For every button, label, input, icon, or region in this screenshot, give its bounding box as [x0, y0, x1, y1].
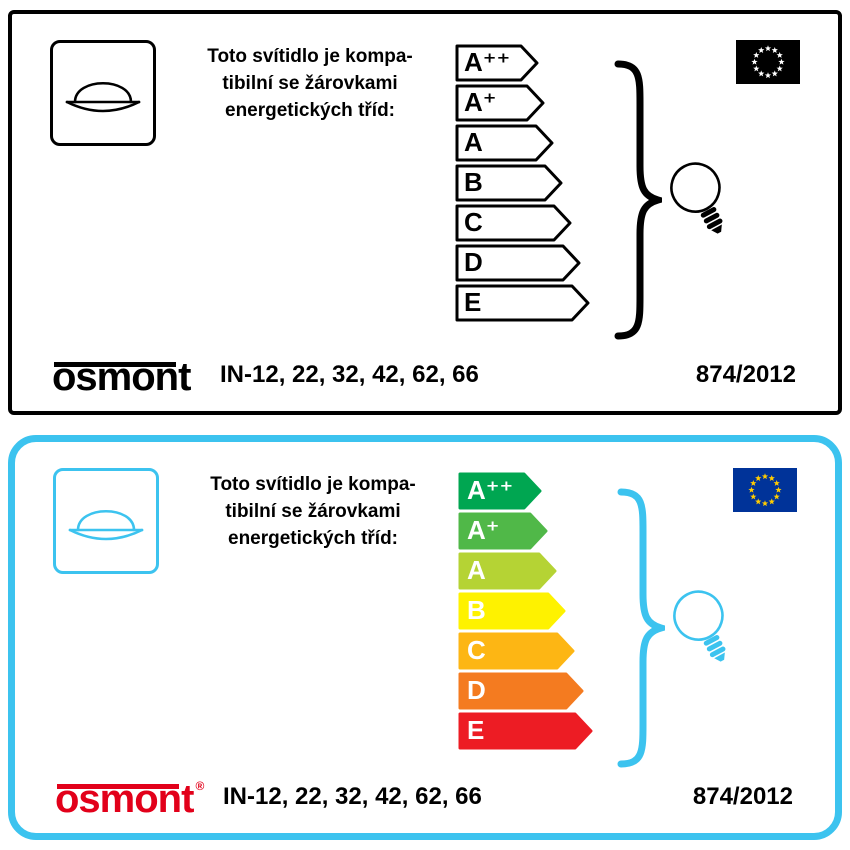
eu-flag	[736, 40, 800, 84]
osmont-logo-text: osmont	[52, 355, 191, 399]
energy-class-arrow-e: E	[458, 712, 593, 750]
regulation-number: 874/2012	[692, 783, 793, 810]
energy-class-arrow-b: B	[458, 592, 593, 630]
regulation-number: 874/2012	[695, 361, 796, 388]
curly-brace-icon	[617, 488, 665, 768]
compat-line-1: Toto svítidlo je kompa-	[210, 474, 416, 495]
energy-class-arrow-app: A⁺⁺	[458, 472, 593, 510]
compat-line-2: tibilní se žárovkami	[222, 72, 398, 94]
energy-class-label: B	[464, 166, 483, 197]
compat-line-3: energetických tříd:	[225, 99, 395, 121]
energy-class-label: A	[467, 554, 486, 585]
registered-mark: ®	[195, 779, 204, 793]
curly-brace-icon	[614, 60, 662, 340]
arrow-shape	[455, 284, 590, 322]
energy-class-label: A⁺	[467, 514, 500, 545]
arrow-shape	[458, 712, 593, 750]
energy-class-label: D	[467, 674, 486, 705]
compat-line-1: Toto svítidlo je kompa-	[207, 46, 413, 67]
eu-flag	[733, 468, 797, 512]
energy-class-arrow-a: A	[458, 552, 593, 590]
energy-class-arrow-c: C	[455, 204, 590, 242]
arrow-shape	[455, 124, 554, 162]
arrow-shape	[458, 472, 542, 510]
arrow-shape	[455, 244, 581, 282]
energy-class-arrow-e: E	[455, 284, 590, 322]
arrow-shape	[458, 672, 584, 710]
energy-class-arrow-b: B	[455, 164, 590, 202]
osmont-logo-text: osmont	[55, 777, 194, 821]
energy-class-arrow-d: D	[455, 244, 590, 282]
energy-class-label: C	[467, 634, 486, 665]
arrow-shape	[458, 632, 575, 670]
light-bulb-icon	[670, 162, 723, 234]
arrow-shape	[455, 84, 545, 122]
energy-class-label: D	[464, 246, 483, 277]
energy-class-list: A⁺⁺ A⁺ A B C D	[458, 472, 593, 752]
energy-class-arrow-app: A⁺⁺	[455, 44, 590, 82]
energy-class-label: B	[467, 594, 486, 625]
arrow-shape	[458, 552, 557, 590]
osmont-logo: osmont	[52, 355, 192, 397]
compatibility-text: Toto svítidlo je kompa- tibilní se žárov…	[160, 44, 460, 125]
arrow-shape	[458, 592, 566, 630]
energy-class-arrow-c: C	[458, 632, 593, 670]
model-list: IN-12, 22, 32, 42, 62, 66	[223, 783, 482, 810]
luminaire-icon	[53, 468, 159, 574]
compat-line-3: energetických tříd:	[228, 527, 398, 549]
osmont-logo: osmont®	[55, 777, 204, 821]
arrow-shape	[455, 164, 563, 202]
energy-class-label: A	[464, 126, 483, 157]
energy-class-label: E	[467, 714, 485, 745]
compat-line-2: tibilní se žárovkami	[225, 500, 401, 522]
energy-class-label: A⁺⁺	[467, 474, 514, 505]
energy-class-label: A⁺	[464, 86, 497, 117]
energy-label-color: Toto svítidlo je kompa- tibilní se žárov…	[8, 435, 842, 840]
energy-class-arrow-d: D	[458, 672, 593, 710]
arrow-shape	[455, 204, 572, 242]
energy-class-arrow-ap: A⁺	[458, 512, 593, 550]
energy-class-label: E	[464, 286, 482, 317]
arrow-shape	[458, 512, 548, 550]
energy-class-label: C	[464, 206, 483, 237]
luminaire-icon	[50, 40, 156, 146]
energy-class-label: A⁺⁺	[464, 46, 511, 77]
light-bulb-icon	[673, 590, 726, 662]
compatibility-text: Toto svítidlo je kompa- tibilní se žárov…	[163, 472, 463, 553]
energy-class-arrow-a: A	[455, 124, 590, 162]
energy-class-list: A⁺⁺ A⁺ A B C D	[455, 44, 590, 324]
arrow-shape	[455, 44, 539, 82]
energy-class-arrow-ap: A⁺	[455, 84, 590, 122]
model-list: IN-12, 22, 32, 42, 62, 66	[220, 361, 479, 388]
energy-label-monochrome: Toto svítidlo je kompa- tibilní se žárov…	[8, 10, 842, 415]
